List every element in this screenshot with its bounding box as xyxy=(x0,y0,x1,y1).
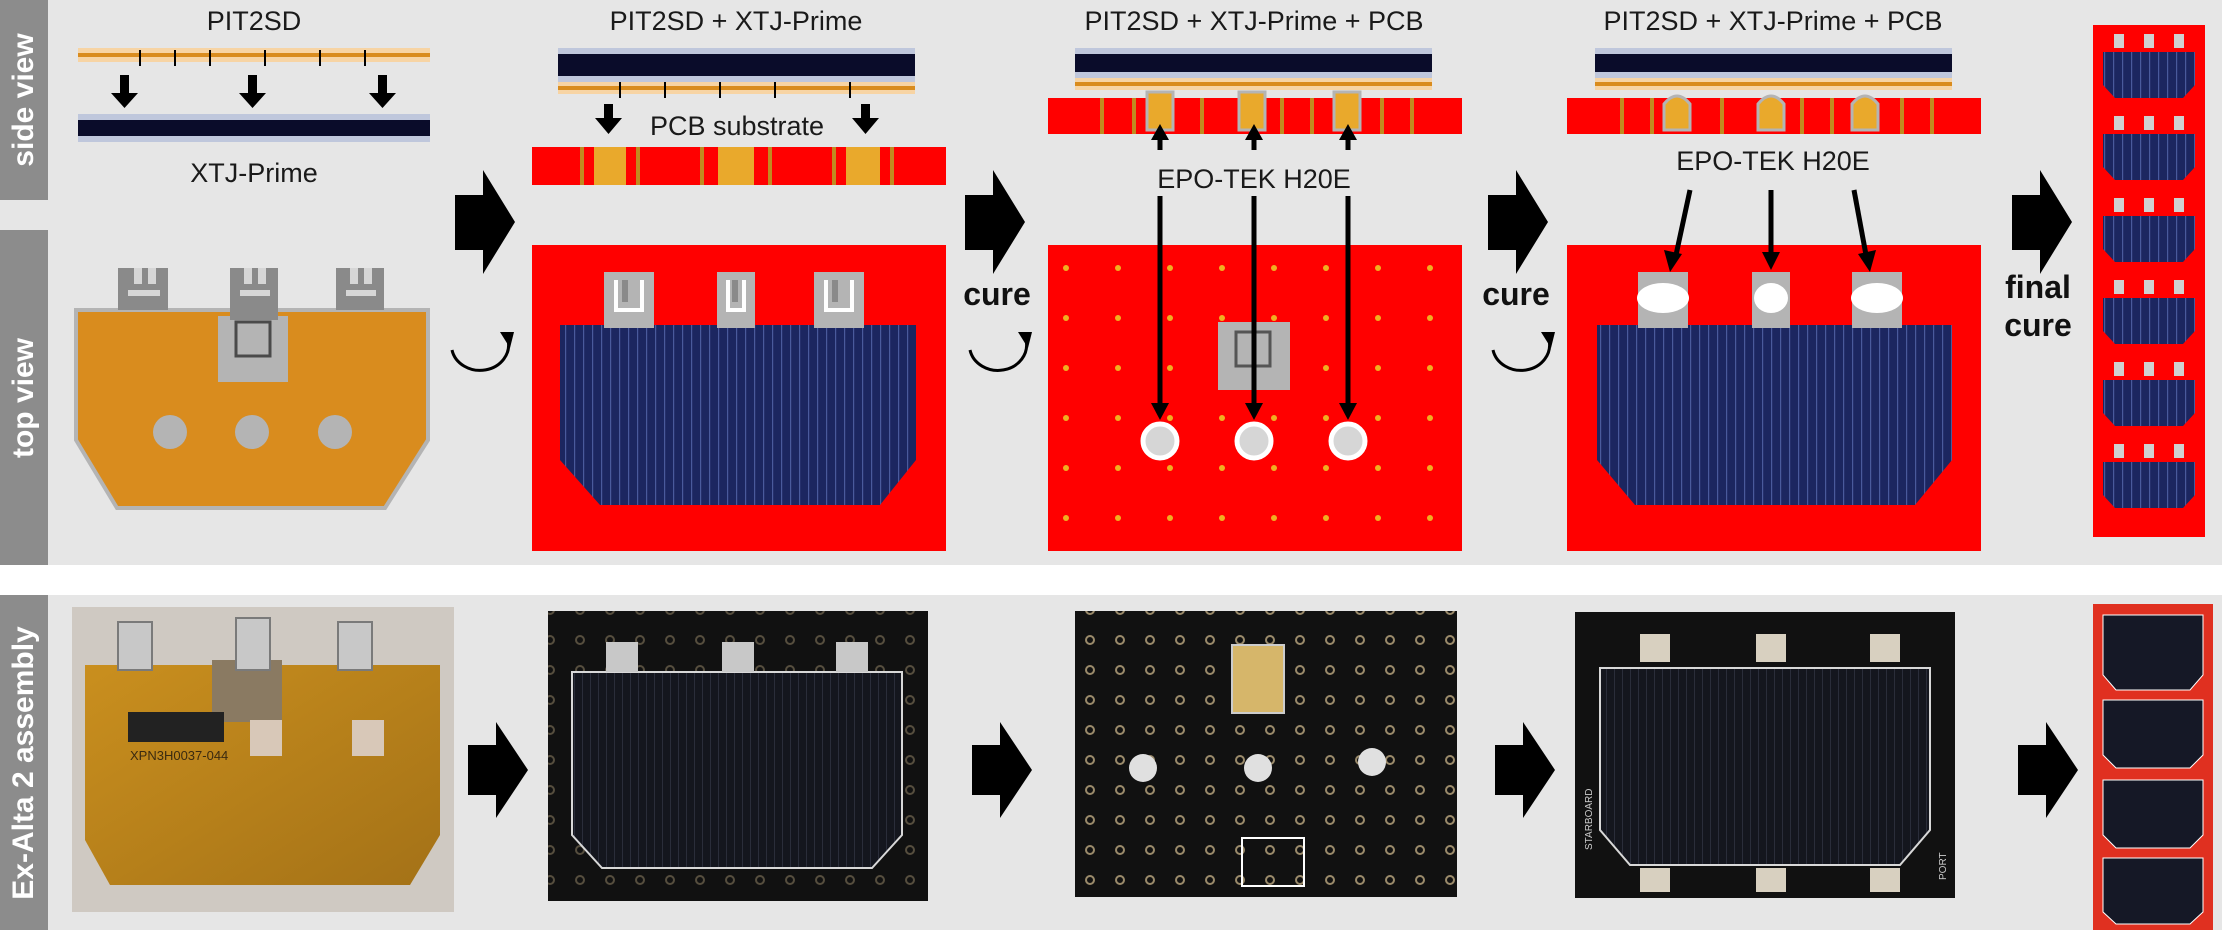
port-text: PORT xyxy=(1938,852,1949,880)
photo-final-strip xyxy=(2093,604,2213,930)
starboard-text: STARBOARD xyxy=(1584,789,1595,851)
caption-xtj-prime: XTJ-Prime xyxy=(190,158,318,188)
final-cure-label: final cure xyxy=(2004,269,2072,344)
caption-epoxy-step4: EPO-TEK H20E xyxy=(1676,146,1870,176)
caption-step2: PIT2SD + XTJ-Prime xyxy=(609,6,863,36)
flow-arrows xyxy=(455,170,2078,818)
photo-board-step2 xyxy=(548,611,928,901)
photo-board-step3 xyxy=(1075,611,1457,897)
caption-step3: PIT2SD + XTJ-Prime + PCB xyxy=(1084,6,1424,36)
side-step2 xyxy=(532,48,946,185)
caption-step4: PIT2SD + XTJ-Prime + PCB xyxy=(1603,6,1943,36)
top-step3 xyxy=(1048,124,1462,551)
side-step1 xyxy=(78,48,430,142)
cure-label-2: cure xyxy=(1482,276,1550,312)
top-step1-cell xyxy=(74,268,430,510)
photo-kapton-cell: XPN3H0037-044 xyxy=(72,607,454,912)
top-step2 xyxy=(532,245,946,551)
top-step4 xyxy=(1567,189,1981,551)
rotate-icons xyxy=(450,339,1552,372)
cure-label-1: cure xyxy=(963,276,1031,312)
caption-epoxy-step3: EPO-TEK H20E xyxy=(1157,164,1351,194)
photo-board-step4: STARBOARD PORT xyxy=(1575,612,1955,898)
final-strip xyxy=(2093,25,2205,537)
caption-pit2sd: PIT2SD xyxy=(206,6,302,36)
barcode-text: XPN3H0037-044 xyxy=(130,748,228,763)
side-step4 xyxy=(1567,48,1981,134)
side-view-sidebar xyxy=(0,0,48,200)
assembly-sidebar xyxy=(0,595,48,930)
side-step3 xyxy=(1048,48,1462,134)
caption-pcb-substrate: PCB substrate xyxy=(649,111,825,141)
top-view-sidebar xyxy=(0,230,48,565)
